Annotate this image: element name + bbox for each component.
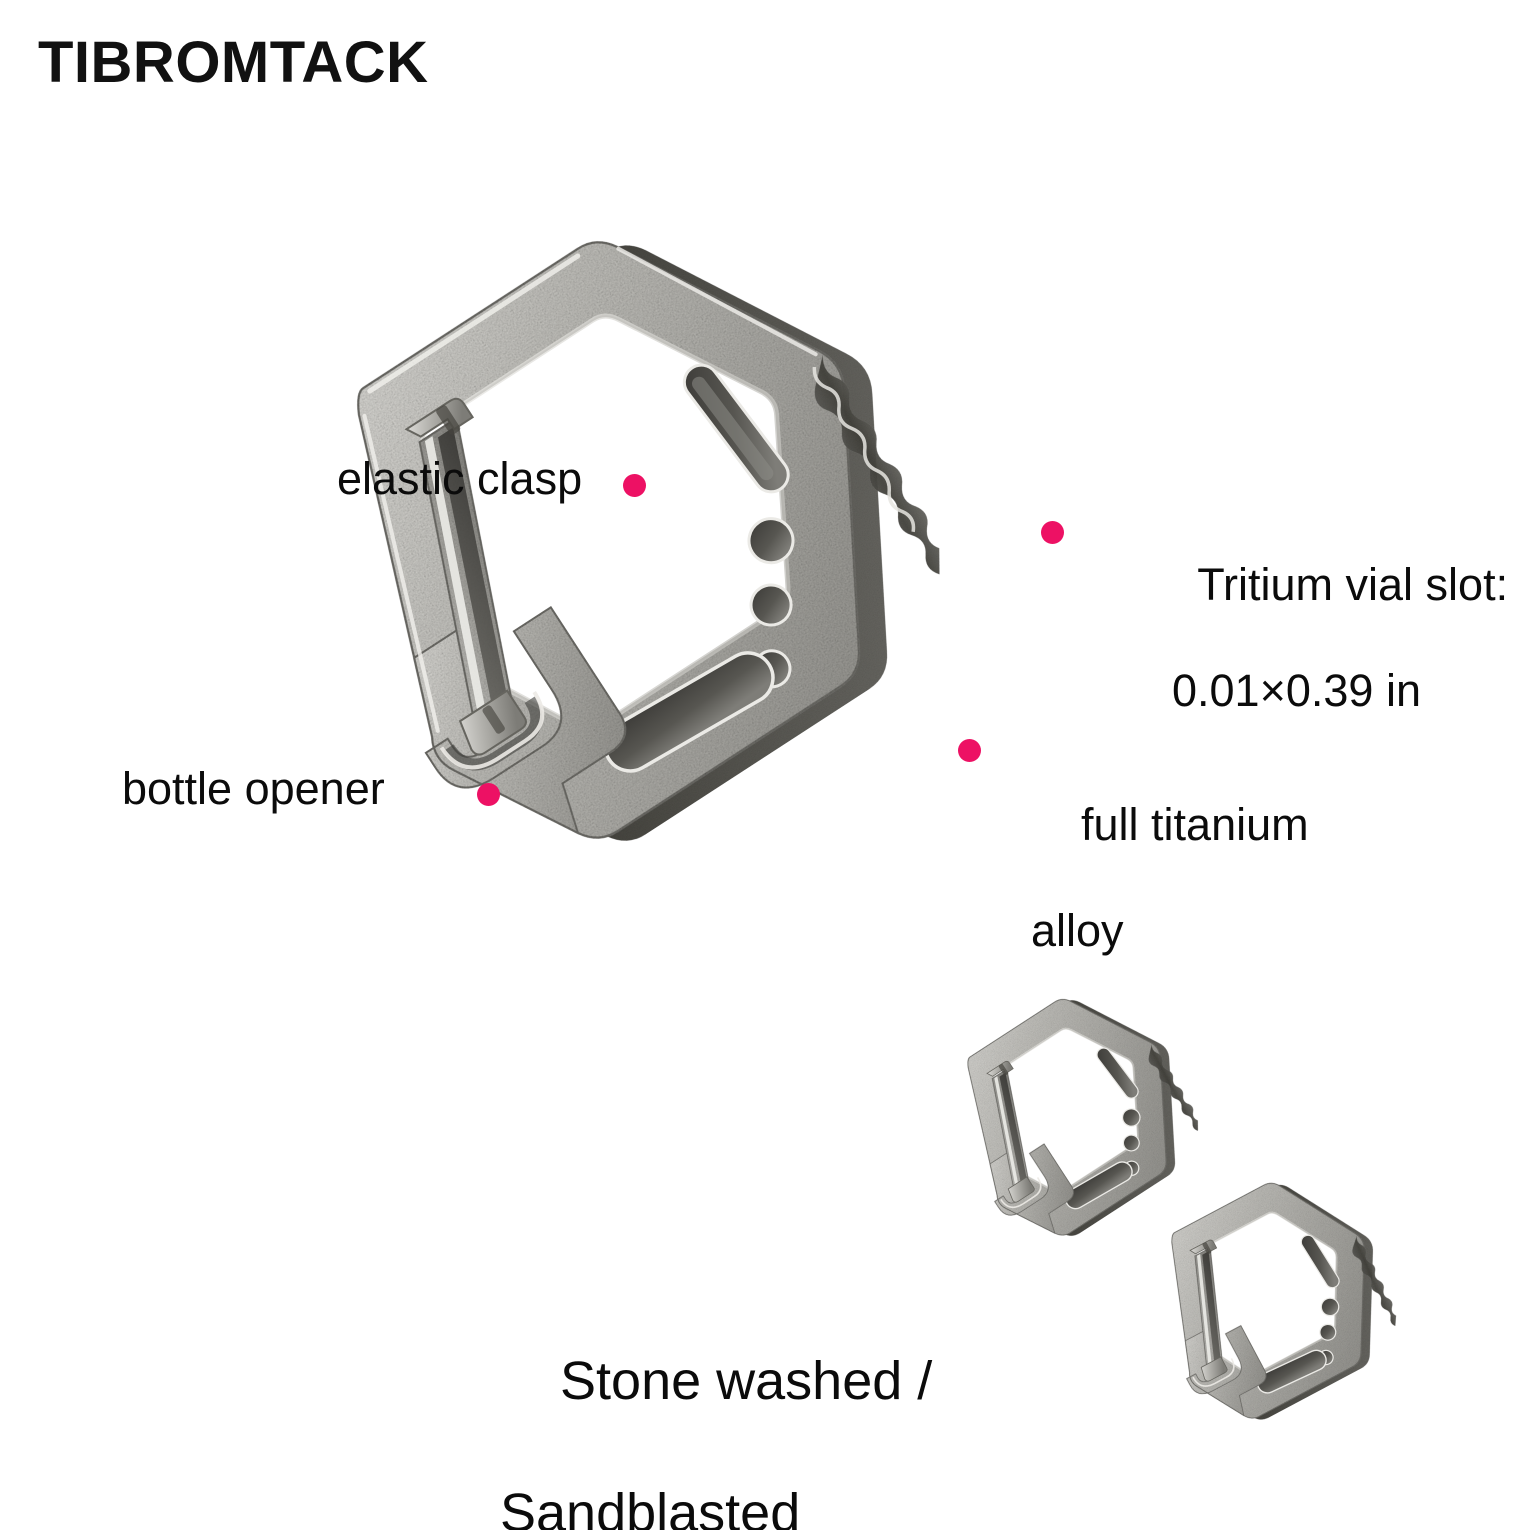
product-image-secondary-2 [1165,1160,1505,1530]
annotation-full-titanium-alloy: full titanium alloy [1031,745,1309,1064]
lanyard-slot [603,651,775,773]
callout-dot-full-titanium-alloy [958,739,981,762]
callout-dot-elastic-clasp [623,474,646,497]
elastic-clasp-gate [404,397,527,756]
edge-highlights [362,246,818,733]
annotation-bottle-opener: bottle opener [122,763,385,814]
annotation-tritium-vial-slot: Tritium vial slot: 0.01×0.39 in [1148,505,1508,824]
finish-line1: Stone washed / [560,1350,933,1411]
product-image-main [357,168,1208,1128]
callout-dot-bottle-opener [477,783,500,806]
annotation-tritium-line1: Tritium vial slot: [1197,559,1509,611]
annotation-tritium-line2: 0.01×0.39 in [1172,665,1421,717]
product-image-secondary-1 [967,970,1305,1350]
annotation-titanium-line2: alloy [1031,905,1124,957]
serrated-grip-edge [812,354,940,575]
annotation-titanium-line1: full titanium [1081,799,1309,851]
annotation-elastic-clasp: elastic clasp [337,453,583,504]
brand-logo: TIBROMTACK [38,30,429,95]
tritium-vial-slot [682,363,790,494]
callout-dot-tritium-vial-slot [1041,521,1064,544]
utility-holes [747,517,795,689]
annotation-surface-finish: Stone washed / Sandblasted [500,1283,932,1530]
finish-line2: Sandblasted [500,1482,801,1530]
